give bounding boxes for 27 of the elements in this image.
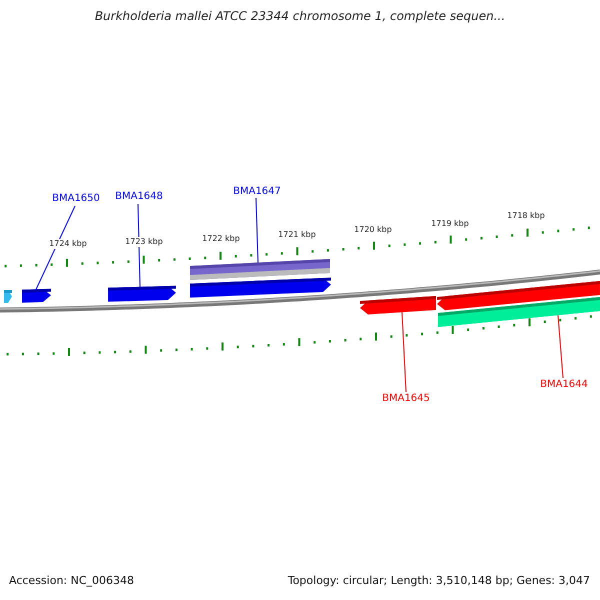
info-text: Accession: NC_006348 bbox=[9, 574, 134, 587]
gene-label: BMA1648 bbox=[115, 191, 163, 203]
gene-label: BMA1647 bbox=[233, 186, 281, 198]
scale-label: 1718 kbp bbox=[507, 211, 545, 221]
gene-label: BMA1644 bbox=[540, 379, 588, 391]
scale-label: 1724 kbp bbox=[49, 239, 87, 249]
gene-feature bbox=[108, 286, 176, 302]
gene-label: BMA1645 bbox=[382, 393, 430, 405]
scale-label: 1721 kbp bbox=[278, 230, 316, 240]
scale-label: 1722 kbp bbox=[202, 234, 240, 244]
gene-feature bbox=[360, 296, 436, 314]
chart-title: Burkholderia mallei ATCC 23344 chromosome 1, complete sequen... bbox=[94, 9, 506, 23]
scale-label: 1720 kbp bbox=[354, 225, 392, 235]
gene-feature bbox=[22, 289, 51, 303]
leader-line bbox=[138, 204, 140, 288]
leader-line bbox=[558, 314, 564, 378]
scale-label: 1723 kbp bbox=[125, 237, 163, 247]
leader-line bbox=[256, 198, 258, 264]
gene-feature bbox=[4, 290, 12, 303]
gene-feature bbox=[190, 278, 331, 298]
leader-line bbox=[402, 312, 406, 392]
feature-bar bbox=[438, 297, 600, 327]
info-text: Topology: circular; Length: 3,510,148 bp; Genes: 3,047 bbox=[288, 574, 590, 587]
feature-bar bbox=[190, 259, 330, 280]
leader-line bbox=[36, 206, 76, 290]
scale-label: 1719 kbp bbox=[431, 219, 469, 229]
gene-label: BMA1650 bbox=[52, 193, 100, 205]
